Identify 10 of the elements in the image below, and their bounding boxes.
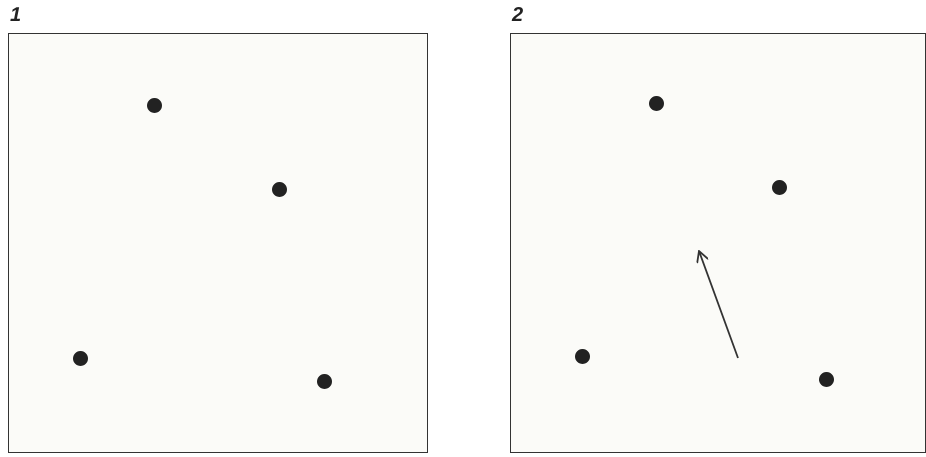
dot [649, 96, 664, 111]
dot [73, 351, 88, 366]
panel-number: 2 [512, 3, 524, 27]
panel-number: 1 [10, 3, 22, 27]
dot [575, 349, 590, 364]
dot [819, 372, 834, 387]
dot [317, 374, 332, 389]
dot [272, 182, 287, 197]
dot [147, 98, 162, 113]
dot [772, 180, 787, 195]
